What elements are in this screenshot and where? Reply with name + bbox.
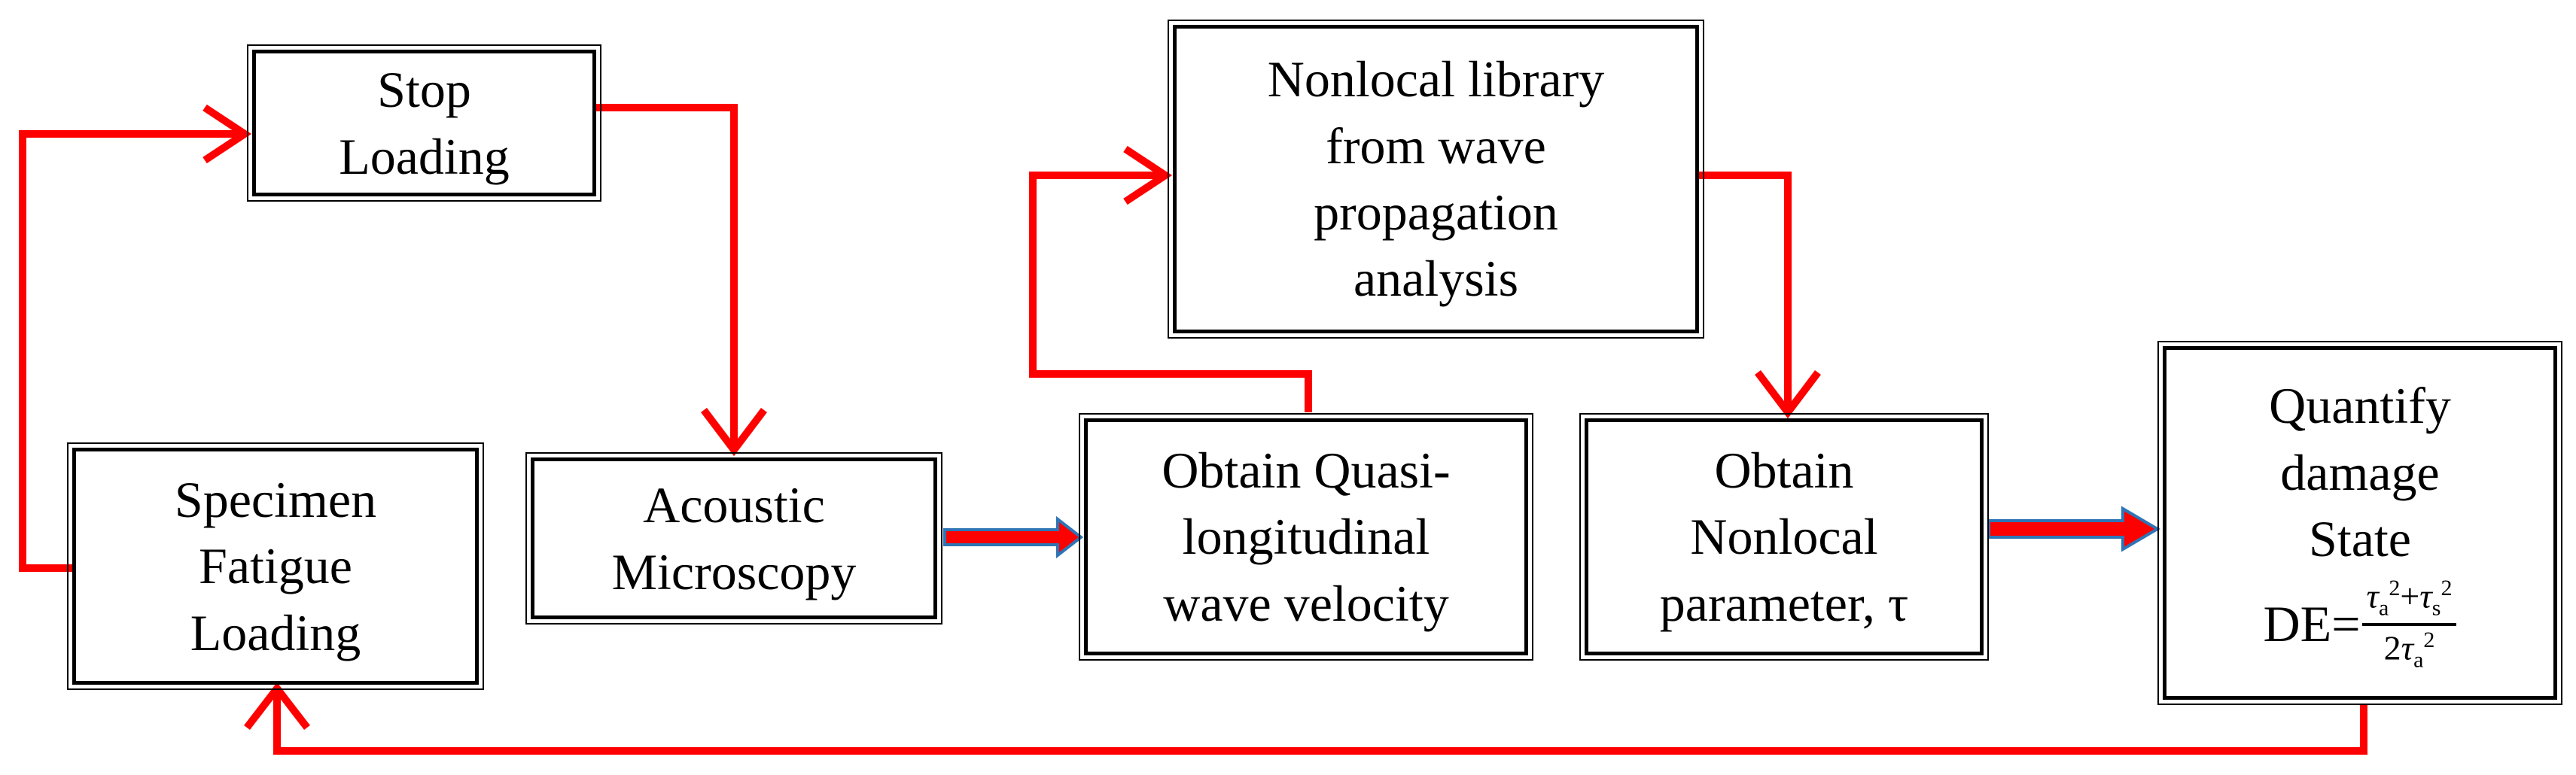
damage-formula: DE= τa2+τs2 2τa2 <box>2264 576 2457 673</box>
node-acoustic-line-2: Microscopy <box>611 542 857 600</box>
node-parameter-line-1: Obtain <box>1714 441 1854 499</box>
node-quantify-line-2: damage <box>2280 443 2440 501</box>
node-stop-loading-line-1: Stop <box>377 61 471 119</box>
arrowhead-wave-velocity-to-library <box>1123 145 1173 205</box>
node-obtain-nonlocal-parameter: Obtain Nonlocal parameter, τ <box>1579 413 1989 661</box>
connector-acoustic-to-wave-velocity <box>943 515 1084 559</box>
node-library-line-1: Nonlocal library <box>1267 50 1605 108</box>
connector-quantify-to-specimen <box>273 688 2367 755</box>
node-acoustic-microscopy: Acoustic Microscopy <box>525 452 942 625</box>
formula-den-coef: 2 <box>2383 628 2401 667</box>
arrowhead-quantify-to-specimen <box>244 682 310 731</box>
node-library-line-3: propagation <box>1314 184 1558 241</box>
node-stop-loading-line-2: Loading <box>339 127 510 185</box>
node-parameter-line-3: parameter, τ <box>1659 574 1909 632</box>
node-specimen-line-3: Loading <box>190 603 361 661</box>
connector-specimen-to-stop-loading <box>19 130 245 572</box>
formula-num-sub-a: a <box>2379 595 2389 621</box>
node-nonlocal-library: Nonlocal library from wave propagation a… <box>1168 20 1704 339</box>
node-library-line-2: from wave <box>1326 117 1546 175</box>
node-wave-velocity-line-2: longitudinal <box>1182 508 1430 566</box>
formula-num-sup-a: 2 <box>2389 575 2401 600</box>
formula-den-tau-a: τ <box>2401 628 2414 667</box>
formula-num-sup-s: 2 <box>2441 575 2453 600</box>
connector-library-to-parameter <box>1699 172 1792 412</box>
formula-num-plus: + <box>2400 576 2420 615</box>
node-library-line-4: analysis <box>1353 250 1519 308</box>
node-acoustic-line-1: Acoustic <box>643 476 825 534</box>
formula-lhs: DE= <box>2263 595 2361 653</box>
node-quantify-damage: Quantify damage State DE= τa2+τs2 2τa2 <box>2157 341 2562 705</box>
formula-fraction: τa2+τs2 2τa2 <box>2361 575 2457 673</box>
arrowhead-specimen-to-stop-loading <box>202 104 252 164</box>
node-obtain-wave-velocity: Obtain Quasi- longitudinal wave velocity <box>1079 413 1533 661</box>
formula-num-tau-s: τ <box>2419 576 2432 615</box>
node-stop-loading: Stop Loading <box>247 44 601 202</box>
connector-wave-velocity-to-library <box>1029 172 1312 412</box>
formula-den-sup-a: 2 <box>2423 627 2435 652</box>
formula-denominator: 2τa2 <box>2362 626 2457 673</box>
arrowhead-stop-loading-to-acoustic <box>701 407 767 457</box>
node-parameter-line-2: Nonlocal <box>1690 508 1878 566</box>
node-wave-velocity-line-1: Obtain Quasi- <box>1162 441 1451 499</box>
formula-den-sub-a: a <box>2413 647 2424 673</box>
formula-num-sub-s: s <box>2431 595 2441 621</box>
node-quantify-line-3: State <box>2309 510 2411 568</box>
node-specimen-line-2: Fatigue <box>199 537 352 595</box>
formula-numerator: τa2+τs2 <box>2361 575 2457 626</box>
connector-stop-loading-to-acoustic <box>596 104 738 450</box>
arrowhead-library-to-parameter <box>1755 369 1821 419</box>
node-specimen-fatigue-loading: Specimen Fatigue Loading <box>67 442 484 690</box>
formula-num-tau-a: τ <box>2366 576 2380 615</box>
connector-parameter-to-quantify <box>1987 506 2160 552</box>
node-specimen-line-1: Specimen <box>174 470 377 528</box>
node-quantify-line-1: Quantify <box>2269 377 2451 435</box>
node-wave-velocity-line-3: wave velocity <box>1163 574 1449 632</box>
